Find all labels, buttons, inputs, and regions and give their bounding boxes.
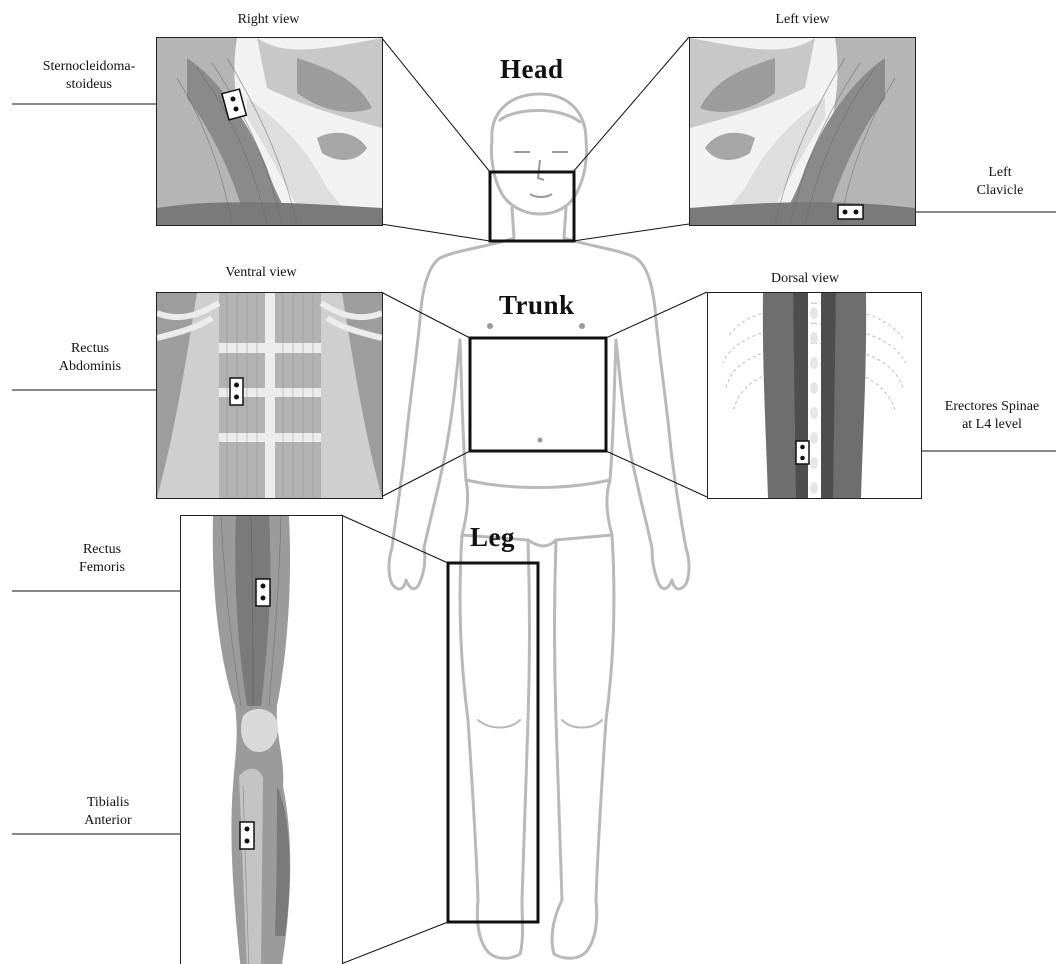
right-view-title: Right view [206,11,331,29]
left-view-image [689,37,916,226]
ventral-view-image [156,292,383,499]
head-region-box [490,172,574,241]
leg-region-title: Leg [470,522,515,553]
sternocleidomastoid-label: Sternocleidoma- stoideus [14,58,164,94]
ventral-view-title: Ventral view [196,264,326,282]
trunk-region-title: Trunk [499,290,575,321]
leg-region-box [448,563,538,922]
dorsal-view-title: Dorsal view [730,270,880,288]
rectus-abdominis-label: Rectus Abdominis [40,340,140,376]
tibialis-anterior-label: Tibialis Anterior [58,794,158,830]
head-region-title: Head [500,54,564,85]
erectores-spinae-label: Erectores Spinae at L4 level [928,398,1056,434]
trunk-region-box [470,338,606,451]
dorsal-view-image [707,292,922,499]
rectus-femoris-label: Rectus Femoris [52,541,152,577]
left-view-title: Left view [740,11,865,29]
leg-muscle-image [180,515,343,964]
left-clavicle-label: Left Clavicle [960,164,1040,200]
right-view-image [156,37,383,226]
